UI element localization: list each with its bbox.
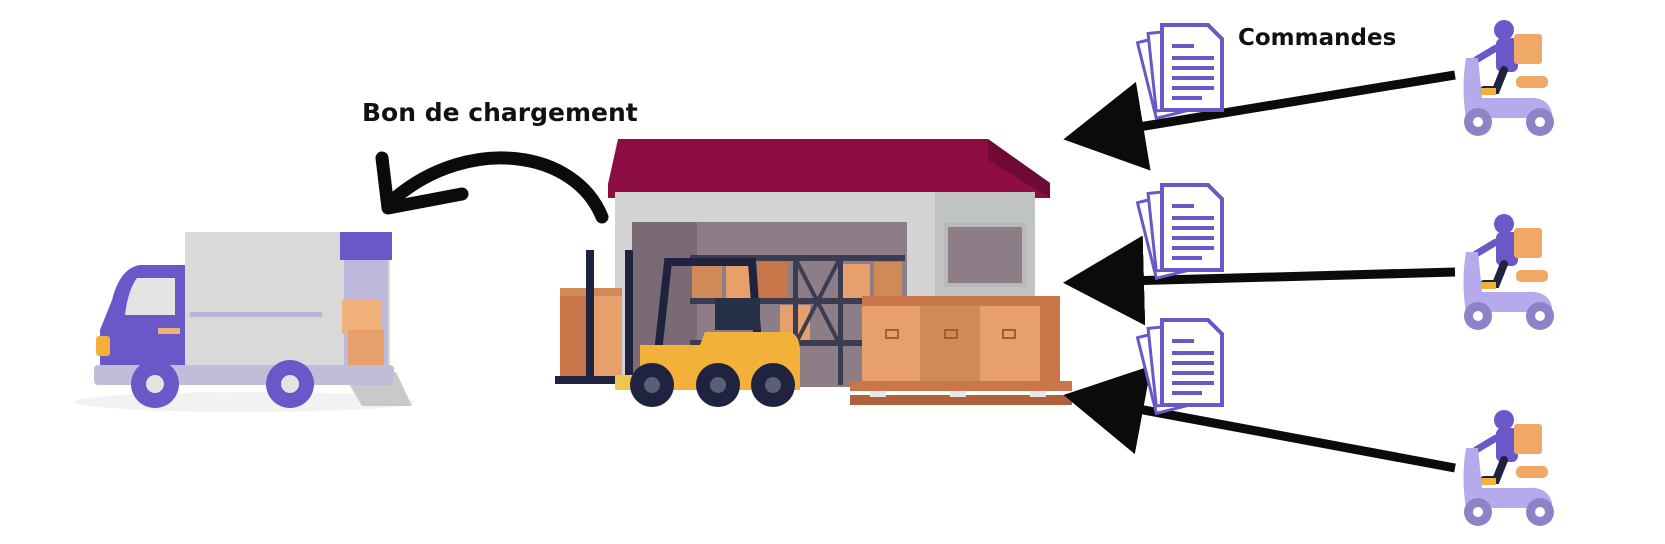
scooter-courier-icon xyxy=(1464,20,1555,136)
order-documents-icon xyxy=(1135,318,1224,416)
scooter-courier-icon xyxy=(1464,214,1555,330)
order-arrow-3 xyxy=(1063,365,1456,473)
orders-label: Commandes xyxy=(1238,25,1396,51)
pallet-boxes-icon xyxy=(850,296,1072,405)
arrow-icon xyxy=(375,151,469,215)
scooter-courier-icon xyxy=(1464,410,1555,526)
order-documents-icon xyxy=(1135,23,1224,121)
order-arrow-2 xyxy=(1063,235,1456,326)
loading-arrow xyxy=(388,151,609,224)
delivery-truck-icon xyxy=(75,232,415,412)
order-arrow-1 xyxy=(1063,70,1456,171)
forklift-icon xyxy=(555,250,800,407)
order-documents-icon xyxy=(1135,183,1224,281)
loading-note-label: Bon de chargement xyxy=(362,98,638,127)
